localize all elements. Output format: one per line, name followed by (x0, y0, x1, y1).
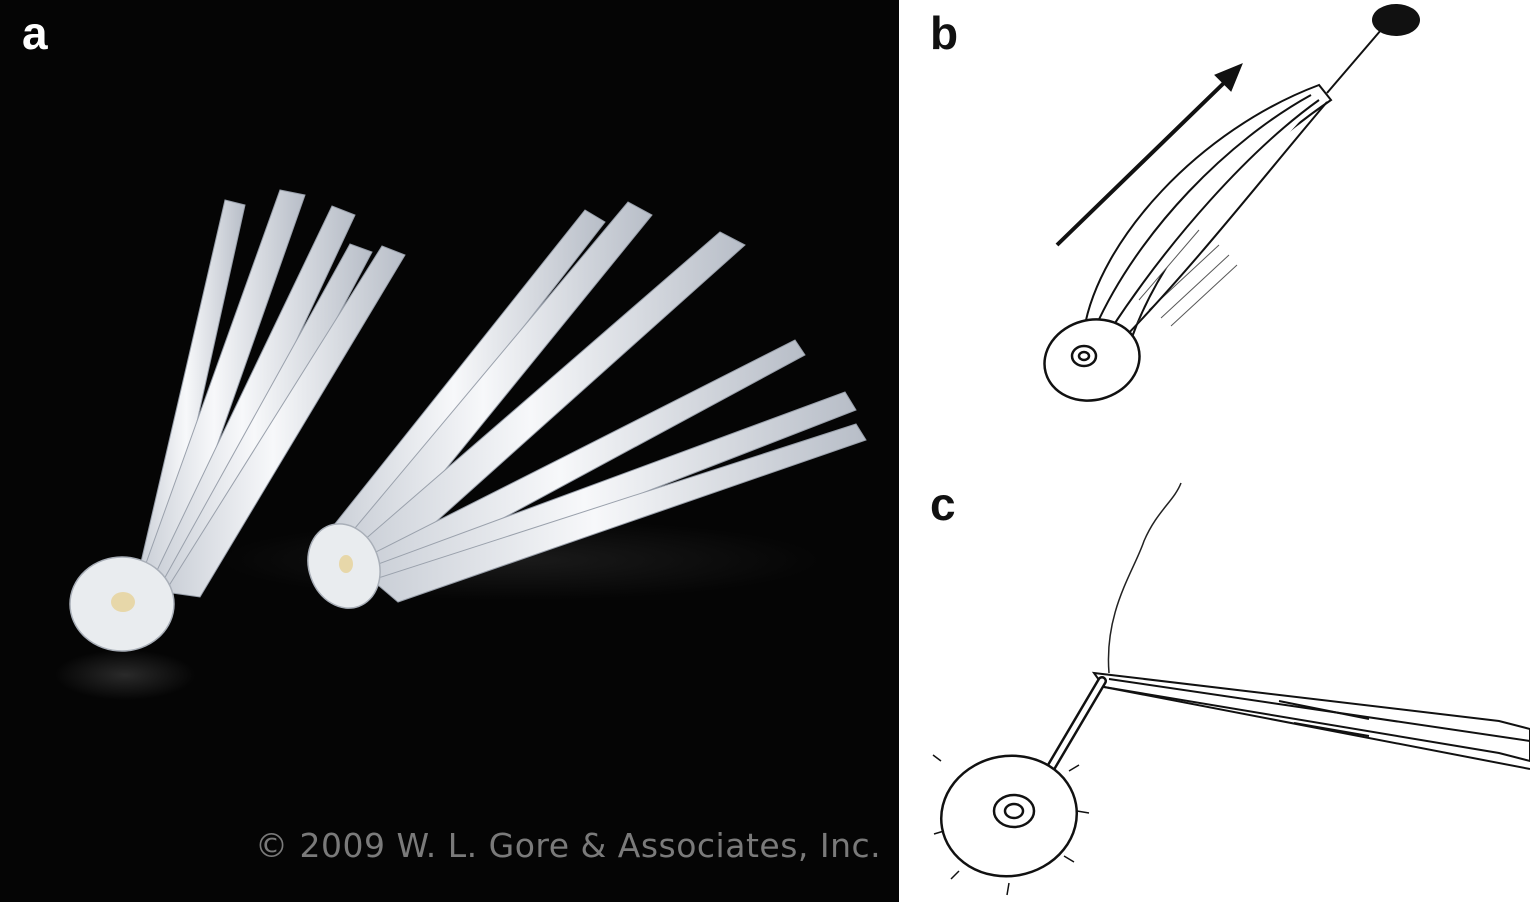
photo-panel-a: a © 2009 W. L. Gore & Associates, Inc. (0, 0, 899, 902)
panel-label-c: c (930, 478, 956, 530)
panel-label-a: a (22, 7, 48, 59)
trimmed-plug-disc (939, 754, 1079, 878)
forceps (1091, 671, 1530, 770)
rod-bundle (1082, 83, 1333, 342)
plug-fixation-drawing (932, 482, 1530, 896)
illustration-panel-c: c (899, 451, 1530, 902)
plug-photo (55, 189, 867, 700)
left-disc (69, 556, 175, 652)
plug-insertion-drawing (1043, 4, 1420, 402)
direction-arrow (1055, 63, 1243, 247)
right-disc (307, 523, 381, 609)
illustration-panel-b: b (899, 0, 1530, 451)
left-plug (137, 189, 406, 598)
panel-label-b: b (930, 7, 959, 59)
copyright-notice: © 2009 W. L. Gore & Associates, Inc. (255, 826, 882, 865)
disc-sutures (932, 754, 1090, 896)
right-plug (329, 201, 867, 603)
needle-head (1372, 4, 1420, 36)
suture-thread (1107, 482, 1182, 674)
plug-disc (1043, 318, 1141, 402)
